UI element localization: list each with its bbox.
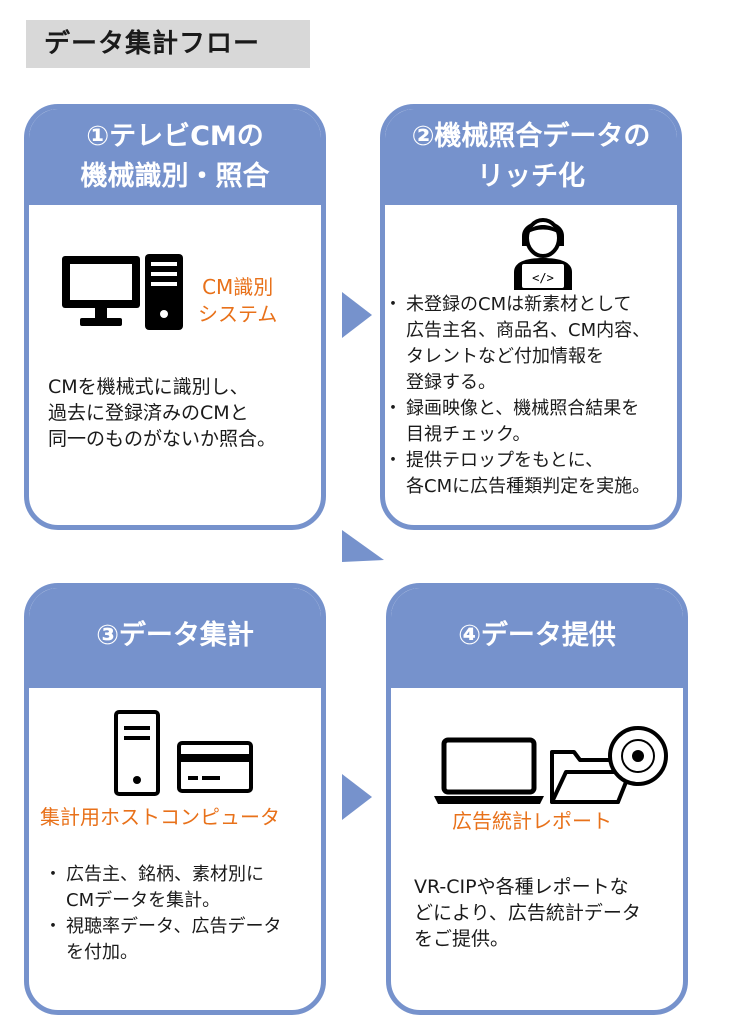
step-2-bullet-list: 未登録のCMは新素材として 広告主名、商品名、CM内容、 タレントなど付加情報を…: [384, 292, 650, 500]
step-3-bullet-1-line-2: CMデータを集計。: [66, 890, 221, 911]
server-tower-icon: [114, 710, 160, 796]
step-1-body-line-1: CMを機械式に識別し、: [48, 376, 249, 398]
tower-pc-icon: [145, 254, 183, 330]
step-1-body-line-3: 同一のものがないか照合。: [48, 428, 277, 450]
svg-text:</>: </>: [532, 271, 554, 285]
list-item: 録画映像と、機械照合結果を 目視チェック。: [384, 396, 650, 448]
step-2-bullet-3-line-2: 各CMに広告種類判定を実施。: [406, 476, 651, 497]
list-item: 広告主、銘柄、素材別に CMデータを集計。: [44, 862, 281, 914]
list-item: 未登録のCMは新素材として 広告主名、商品名、CM内容、 タレントなど付加情報を…: [384, 292, 650, 396]
arrow-step-1-to-2-icon: [342, 292, 372, 338]
step-4-heading: ④データ提供: [391, 588, 683, 688]
step-2-heading-line-2: リッチ化: [477, 161, 585, 192]
step-3-icon-label: 集計用ホストコンピュータ: [40, 805, 280, 829]
step-1-body: CMを機械式に識別し、 過去に登録済みのCMと 同一のものがないか照合。: [48, 374, 276, 452]
step-4-heading-line-1: ④データ提供: [458, 620, 616, 651]
step-4-body-line-3: をご提供。: [414, 928, 510, 950]
step-3-bullet-2-line-2: を付加。: [66, 942, 138, 963]
step-4-body-line-2: どにより、広告統計データ: [414, 902, 641, 924]
disc-icon: [608, 726, 668, 786]
step-3-bullet-2-line-1: 視聴率データ、広告データ: [66, 916, 282, 937]
step-3-heading: ③データ集計: [29, 588, 321, 688]
step-2-heading-line-1: ②機械照合データの: [411, 121, 651, 152]
step-2-bullet-2-line-2: 目視チェック。: [406, 424, 531, 445]
step-3-heading-line-1: ③データ集計: [96, 620, 254, 651]
step-2-bullet-1-line-2: 広告主名、商品名、CM内容、: [406, 320, 651, 341]
arrow-step-3-to-4-icon: [342, 774, 372, 820]
folder-icon: [550, 750, 632, 804]
step-1-icon-label-line-2: システム: [198, 302, 278, 326]
laptop-icon: [434, 737, 544, 804]
step-1-icon-label-line-1: CM識別: [202, 275, 274, 299]
step-3-bullet-1-line-1: 広告主、銘柄、素材別に: [66, 864, 264, 885]
step-2-bullet-1-line-1: 未登録のCMは新素材として: [406, 294, 632, 315]
step-1-heading: ①テレビCMの 機械識別・照合: [29, 109, 321, 205]
step-4-body: VR-CIPや各種レポートな どにより、広告統計データ をご提供。: [414, 874, 641, 952]
operator-with-laptop-icon: </>: [514, 218, 572, 290]
step-4-body-line-1: VR-CIPや各種レポートな: [414, 876, 629, 898]
step-2-bullet-2-line-1: 録画映像と、機械照合結果を: [406, 398, 640, 419]
desktop-computer-icon: [62, 256, 140, 326]
step-2-bullet-1-line-4: 登録する。: [406, 372, 496, 393]
step-2-heading: ②機械照合データの リッチ化: [385, 109, 677, 205]
step-1-heading-line-2: 機械識別・照合: [80, 161, 270, 192]
list-item: 視聴率データ、広告データ を付加。: [44, 914, 281, 966]
step-3-bullet-list: 広告主、銘柄、素材別に CMデータを集計。 視聴率データ、広告データ を付加。: [44, 862, 281, 966]
step-1-heading-line-1: ①テレビCMの: [86, 121, 264, 152]
step-1-icon-label: CM識別 システム: [198, 274, 277, 328]
step-4-icon-label: 広告統計レポート: [452, 809, 612, 833]
step-2-bullet-3-line-1: 提供テロップをもとに、: [406, 450, 604, 471]
list-item: 提供テロップをもとに、 各CMに広告種類判定を実施。: [384, 448, 650, 500]
card-reader-icon: [177, 741, 253, 793]
arrow-step-2-to-3-icon: [342, 530, 384, 562]
step-2-bullet-1-line-3: タレントなど付加情報を: [406, 346, 604, 367]
page-title-background: [26, 20, 310, 68]
page-title: データ集計フロー: [44, 29, 261, 59]
step-1-body-line-2: 過去に登録済みのCMと: [48, 402, 249, 424]
